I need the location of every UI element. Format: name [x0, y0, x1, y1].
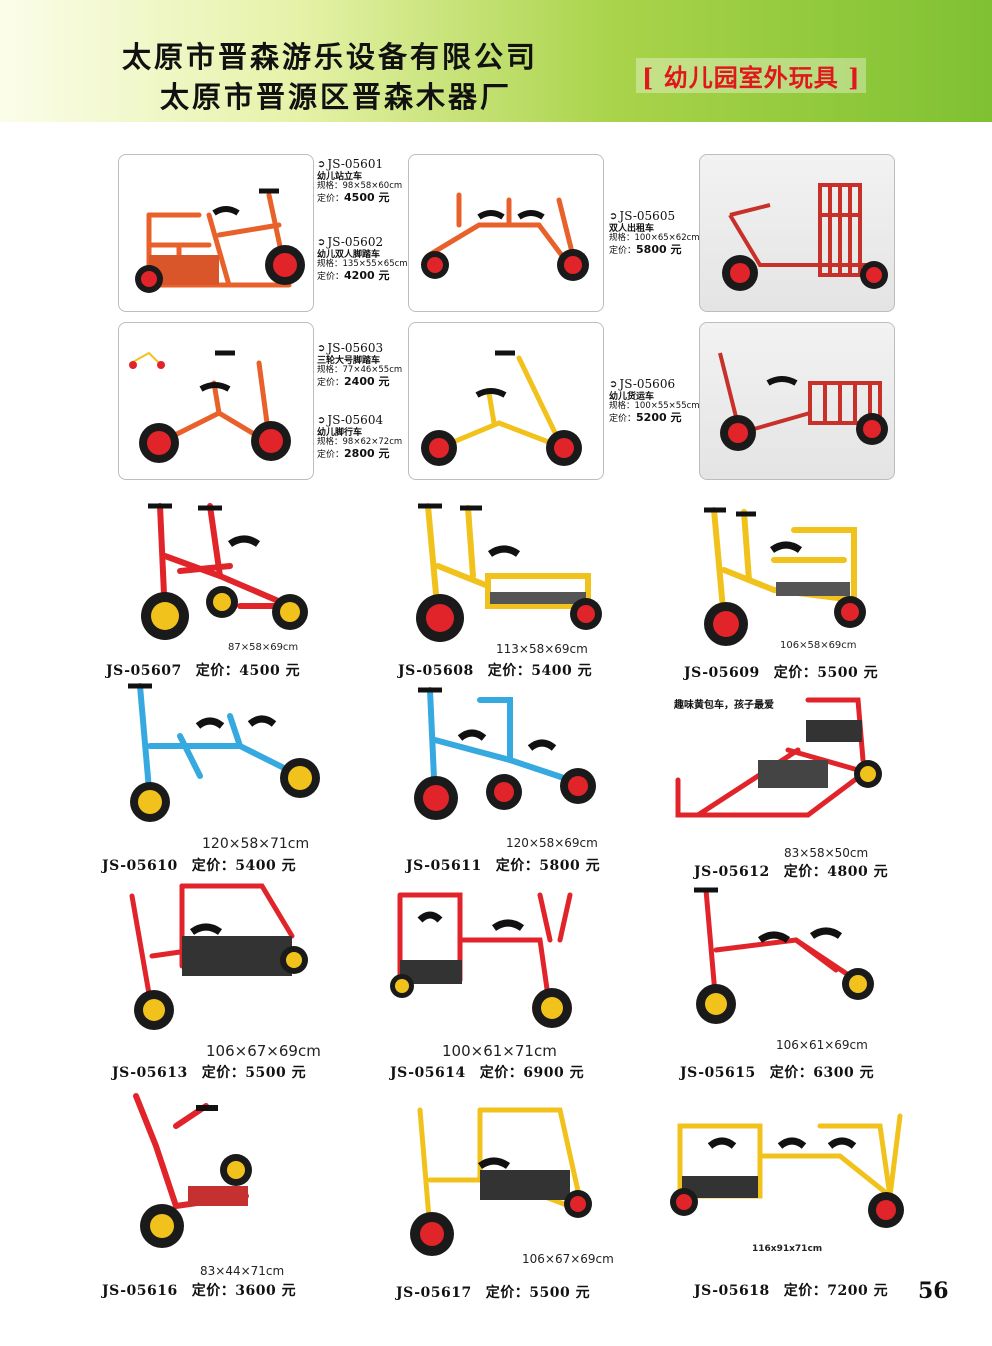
arrow-bullet-icon: ➲ [609, 379, 618, 391]
product-dims-05609: 106×58×69cm [780, 640, 857, 651]
catalog-spec-05603: ➲JS-05603 三轮大号脚踏车 规格：77×46×55cm 定价：2400 … [317, 341, 403, 388]
product-dims-05617: 106×67×69cm [522, 1252, 614, 1266]
orange-tricycle-image [129, 350, 291, 463]
arrow-bullet-icon: ➲ [317, 343, 326, 355]
arrow-bullet-icon: ➲ [317, 237, 326, 249]
product-image-05614 [390, 892, 573, 1028]
product-dims-05611: 120×58×69cm [506, 836, 598, 850]
tandem-standing-bike-image [135, 188, 305, 293]
product-dims-05613: 106×67×69cm [206, 1042, 321, 1060]
yellow-tricycle-image [421, 350, 582, 466]
product-dims-05616: 83×44×71cm [200, 1264, 285, 1278]
product-image-05616 [133, 1093, 252, 1248]
product-image-05607 [141, 503, 308, 640]
catalog-photo-05603-05604 [118, 322, 314, 480]
double-taxi-bike-image [421, 192, 589, 281]
arrow-bullet-icon: ➲ [317, 415, 326, 427]
product-dims-05614: 100×61×71cm [442, 1042, 557, 1060]
product-image-05612 [675, 697, 882, 818]
product-dims-05610: 120×58×71cm [202, 836, 310, 852]
red-cargo-tricycle-image [718, 352, 888, 451]
catalog-photo-05601-05602 [118, 154, 314, 312]
product-dims-05612: 83×58×50cm [784, 846, 869, 860]
catalog-spec-05606: ➲JS-05606 幼儿货运车 规格：100×55×55cm 定价：5200 元 [609, 377, 700, 424]
catalog-spec-05604: ➲JS-05604 幼儿脚行车 规格：98×62×72cm 定价：2800 元 [317, 413, 403, 460]
product-dims-05615: 106×61×69cm [776, 1038, 868, 1052]
product-dims-05608: 113×58×69cm [496, 642, 588, 656]
product-image-05617 [410, 1107, 592, 1256]
catalog-photo-05605 [408, 154, 604, 312]
red-taxi-tricycle-image [722, 183, 888, 291]
catalog-photo-cargo-red [699, 322, 895, 480]
catalog-spec-05601: ➲JS-05601 幼儿站立车 规格：98×58×60cm 定价：4500 元 [317, 157, 403, 204]
product-dims-05607: 87×58×69cm [228, 642, 299, 653]
company-name-line2: 太原市晋源区晋森木器厂 [160, 80, 513, 114]
header-banner: 太原市晋森游乐设备有限公司 太原市晋源区晋森木器厂 [ 幼儿园室外玩具 ] [0, 0, 992, 122]
promo-text-05612: 趣味黄包车，孩子最爱 [674, 700, 774, 711]
arrow-bullet-icon: ➲ [609, 211, 618, 223]
catalog-spec-05602: ➲JS-05602 幼儿双人脚踏车 规格：135×55×65cm 定价：4200… [317, 235, 408, 282]
page-number: 56 [918, 1278, 949, 1304]
product-image-05610 [128, 683, 320, 822]
product-image-05608 [416, 503, 602, 642]
catalog-photo-taxi-red [699, 154, 895, 312]
company-name-line1: 太原市晋森游乐设备有限公司 [122, 40, 539, 74]
category-tag: [ 幼儿园室外玩具 ] [636, 58, 867, 93]
catalog-spec-05605: ➲JS-05605 双人出租车 规格：100×65×62cm 定价：5800 元 [609, 209, 700, 256]
product-image-05609 [704, 507, 866, 646]
product-image-05611 [414, 687, 596, 820]
product-dims-05618: 116x91x71cm [752, 1244, 823, 1254]
arrow-bullet-icon: ➲ [317, 159, 326, 171]
catalog-photo-05606 [408, 322, 604, 480]
product-image-05615 [694, 887, 874, 1024]
product-image-05618 [670, 1113, 904, 1228]
product-image-05613 [129, 883, 308, 1030]
